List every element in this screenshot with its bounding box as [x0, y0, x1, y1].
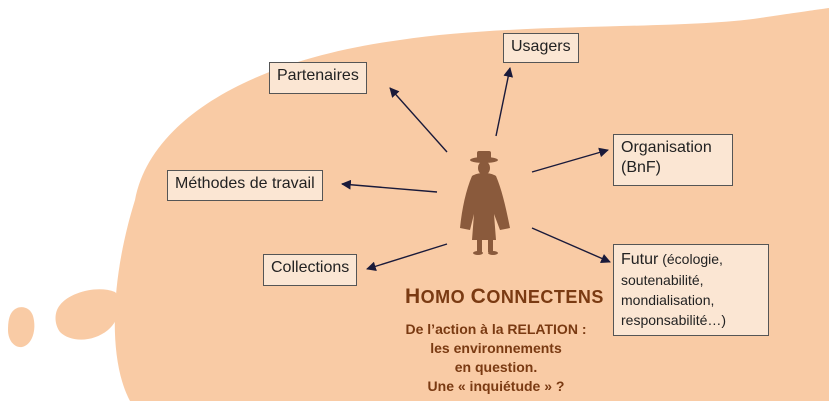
title-rest-2: ONNECTENS: [486, 287, 604, 307]
node-methodes-de-travail: Méthodes de travail: [167, 170, 323, 201]
thought-bubble-large: [55, 289, 120, 340]
center-title: HOMO CONNECTENS: [405, 285, 604, 309]
node-futur-detail-2: soutenabilité,: [621, 272, 704, 288]
subtitle-line-2: les environnements: [430, 340, 562, 356]
node-partenaires: Partenaires: [269, 62, 367, 94]
node-partenaires-label: Partenaires: [277, 67, 359, 84]
node-usagers-label: Usagers: [511, 38, 571, 55]
center-subtitle: De l’action à la RELATION : les environn…: [380, 320, 612, 396]
node-futur-detail-1: (écologie,: [658, 251, 723, 267]
title-initial-c: C: [470, 285, 487, 308]
arrow-to-collections: [366, 243, 448, 272]
arrow-to-futur: [531, 227, 611, 263]
arrow-to-organisation: [531, 147, 609, 173]
node-organisation-line2: (BnF): [621, 159, 661, 176]
title-rest-1: OMO: [420, 287, 471, 307]
node-collections-label: Collections: [271, 259, 350, 276]
node-futur: Futur (écologie, soutenabilité, mondiali…: [613, 244, 769, 336]
subtitle-line-4: Une « inquiétude » ?: [427, 378, 565, 394]
node-futur-detail-3: mondialisation,: [621, 292, 715, 308]
subtitle-line-1: De l’action à la RELATION :: [405, 321, 587, 337]
arrow-to-partenaires: [389, 87, 448, 153]
arrow-to-methodes: [341, 179, 438, 193]
node-usagers: Usagers: [503, 33, 579, 63]
person-silhouette-icon: [460, 151, 510, 255]
node-organisation-line1: Organisation: [621, 139, 712, 156]
subtitle-line-3: en question.: [454, 359, 538, 375]
node-organisation: Organisation (BnF): [613, 134, 733, 186]
thought-bubble-small: [8, 307, 35, 348]
node-futur-label: Futur: [621, 251, 659, 268]
arrow-to-usagers: [495, 67, 514, 137]
node-methodes-label: Méthodes de travail: [175, 175, 315, 192]
title-initial-h: H: [405, 285, 421, 308]
node-futur-detail-4: responsabilité…): [621, 312, 727, 328]
node-collections: Collections: [263, 254, 358, 286]
